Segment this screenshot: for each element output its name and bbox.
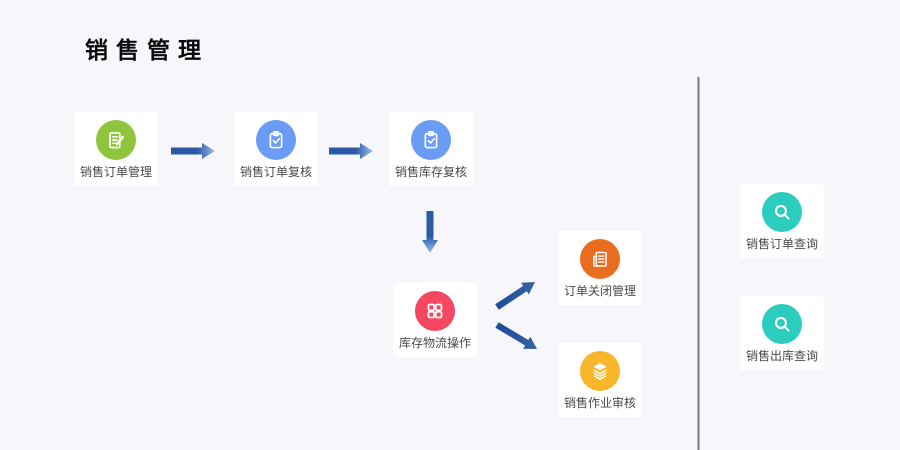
clipboard-check-icon	[411, 120, 451, 160]
card-label: 销售库存复核	[394, 165, 467, 179]
arrow-up-right	[495, 282, 535, 310]
card-sales-order-review[interactable]: 销售订单复核	[234, 112, 318, 186]
card-sales-job-audit[interactable]: 销售作业审核	[558, 343, 642, 417]
doc-edit-icon	[96, 120, 136, 160]
arrow-down-right	[495, 322, 537, 349]
arrow-right-2	[329, 143, 373, 159]
card-inventory-logistics-operation[interactable]: 库存物流操作	[393, 283, 477, 357]
card-label: 销售出库查询	[745, 349, 818, 363]
card-sales-outbound-query[interactable]: 销售出库查询	[740, 296, 824, 370]
card-order-close-management[interactable]: 订单关闭管理	[558, 231, 642, 305]
card-label: 销售订单管理	[79, 165, 152, 179]
card-label: 销售订单复核	[239, 165, 312, 179]
search-icon	[762, 304, 802, 344]
card-label: 订单关闭管理	[563, 284, 636, 298]
card-sales-inventory-review[interactable]: 销售库存复核	[389, 112, 473, 186]
grid-icon	[415, 291, 455, 331]
arrow-down	[422, 211, 438, 253]
card-label: 库存物流操作	[398, 336, 471, 350]
card-label: 销售作业审核	[563, 396, 636, 410]
card-label: 销售订单查询	[745, 237, 818, 251]
layers-icon	[580, 351, 620, 391]
card-sales-order-management[interactable]: 销售订单管理	[74, 112, 158, 186]
card-sales-order-query[interactable]: 销售订单查询	[740, 184, 824, 258]
clipboard-check-icon	[256, 120, 296, 160]
invoice-icon	[580, 239, 620, 279]
search-icon	[762, 192, 802, 232]
page-title: 销售管理	[85, 37, 209, 63]
arrow-right-1	[171, 143, 215, 159]
